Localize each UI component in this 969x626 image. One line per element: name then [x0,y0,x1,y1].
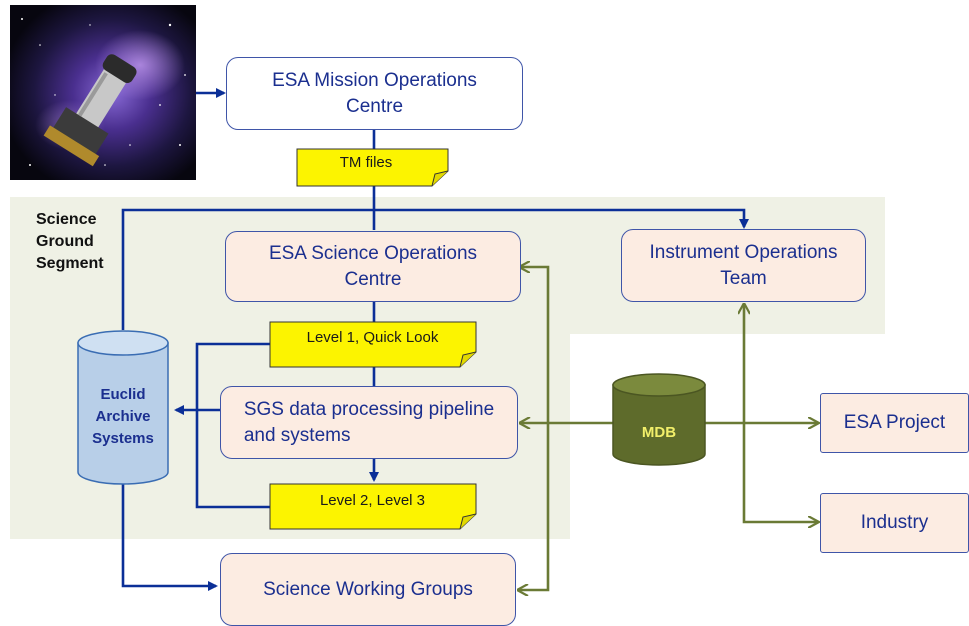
instrument-ops-label: Instrument Operations Team [649,241,838,289]
science-working-groups[interactable]: Science Working Groups [220,553,516,626]
esa-mission-operations-centre[interactable]: ESA Mission Operations Centre [226,57,523,130]
line-level1-loop [195,342,270,509]
segment-label: Science Ground Segment [36,211,104,272]
mdb-database[interactable]: MDB [641,424,677,441]
arrow-archive-to-swg [121,480,218,591]
instrument-operations-team[interactable]: Instrument Operations Team [621,229,866,302]
mdb-cylinder [612,373,706,466]
science-ops-label: ESA Science Operations Centre [268,242,478,290]
euclid-spacecraft-image [10,5,196,180]
industry[interactable]: Industry [820,493,969,553]
esa-project-label: ESA Project [843,412,946,433]
swg-label: Science Working Groups [263,578,473,600]
arrow-to-instrument-ops [121,208,749,330]
level23-label: Level 2, Level 3 [319,492,426,509]
sgs-pipeline-label: SGS data processing pipeline and systems [243,398,495,446]
industry-label: Industry [860,512,929,533]
euclid-archive-systems[interactable]: Euclid Archive Systems [92,386,154,447]
esa-science-operations-centre[interactable]: ESA Science Operations Centre [225,231,521,302]
esa-project[interactable]: ESA Project [820,393,969,453]
level1-label: Level 1, Quick Look [306,329,439,346]
mission-ops-label: ESA Mission Operations Centre [272,69,477,117]
euclid-archive-cylinder [77,330,169,485]
arrow-instrument-to-industry [744,304,818,522]
tm-files-label: TM files [339,154,393,171]
sgs-data-processing-pipeline[interactable]: SGS data processing pipeline and systems [220,386,518,459]
